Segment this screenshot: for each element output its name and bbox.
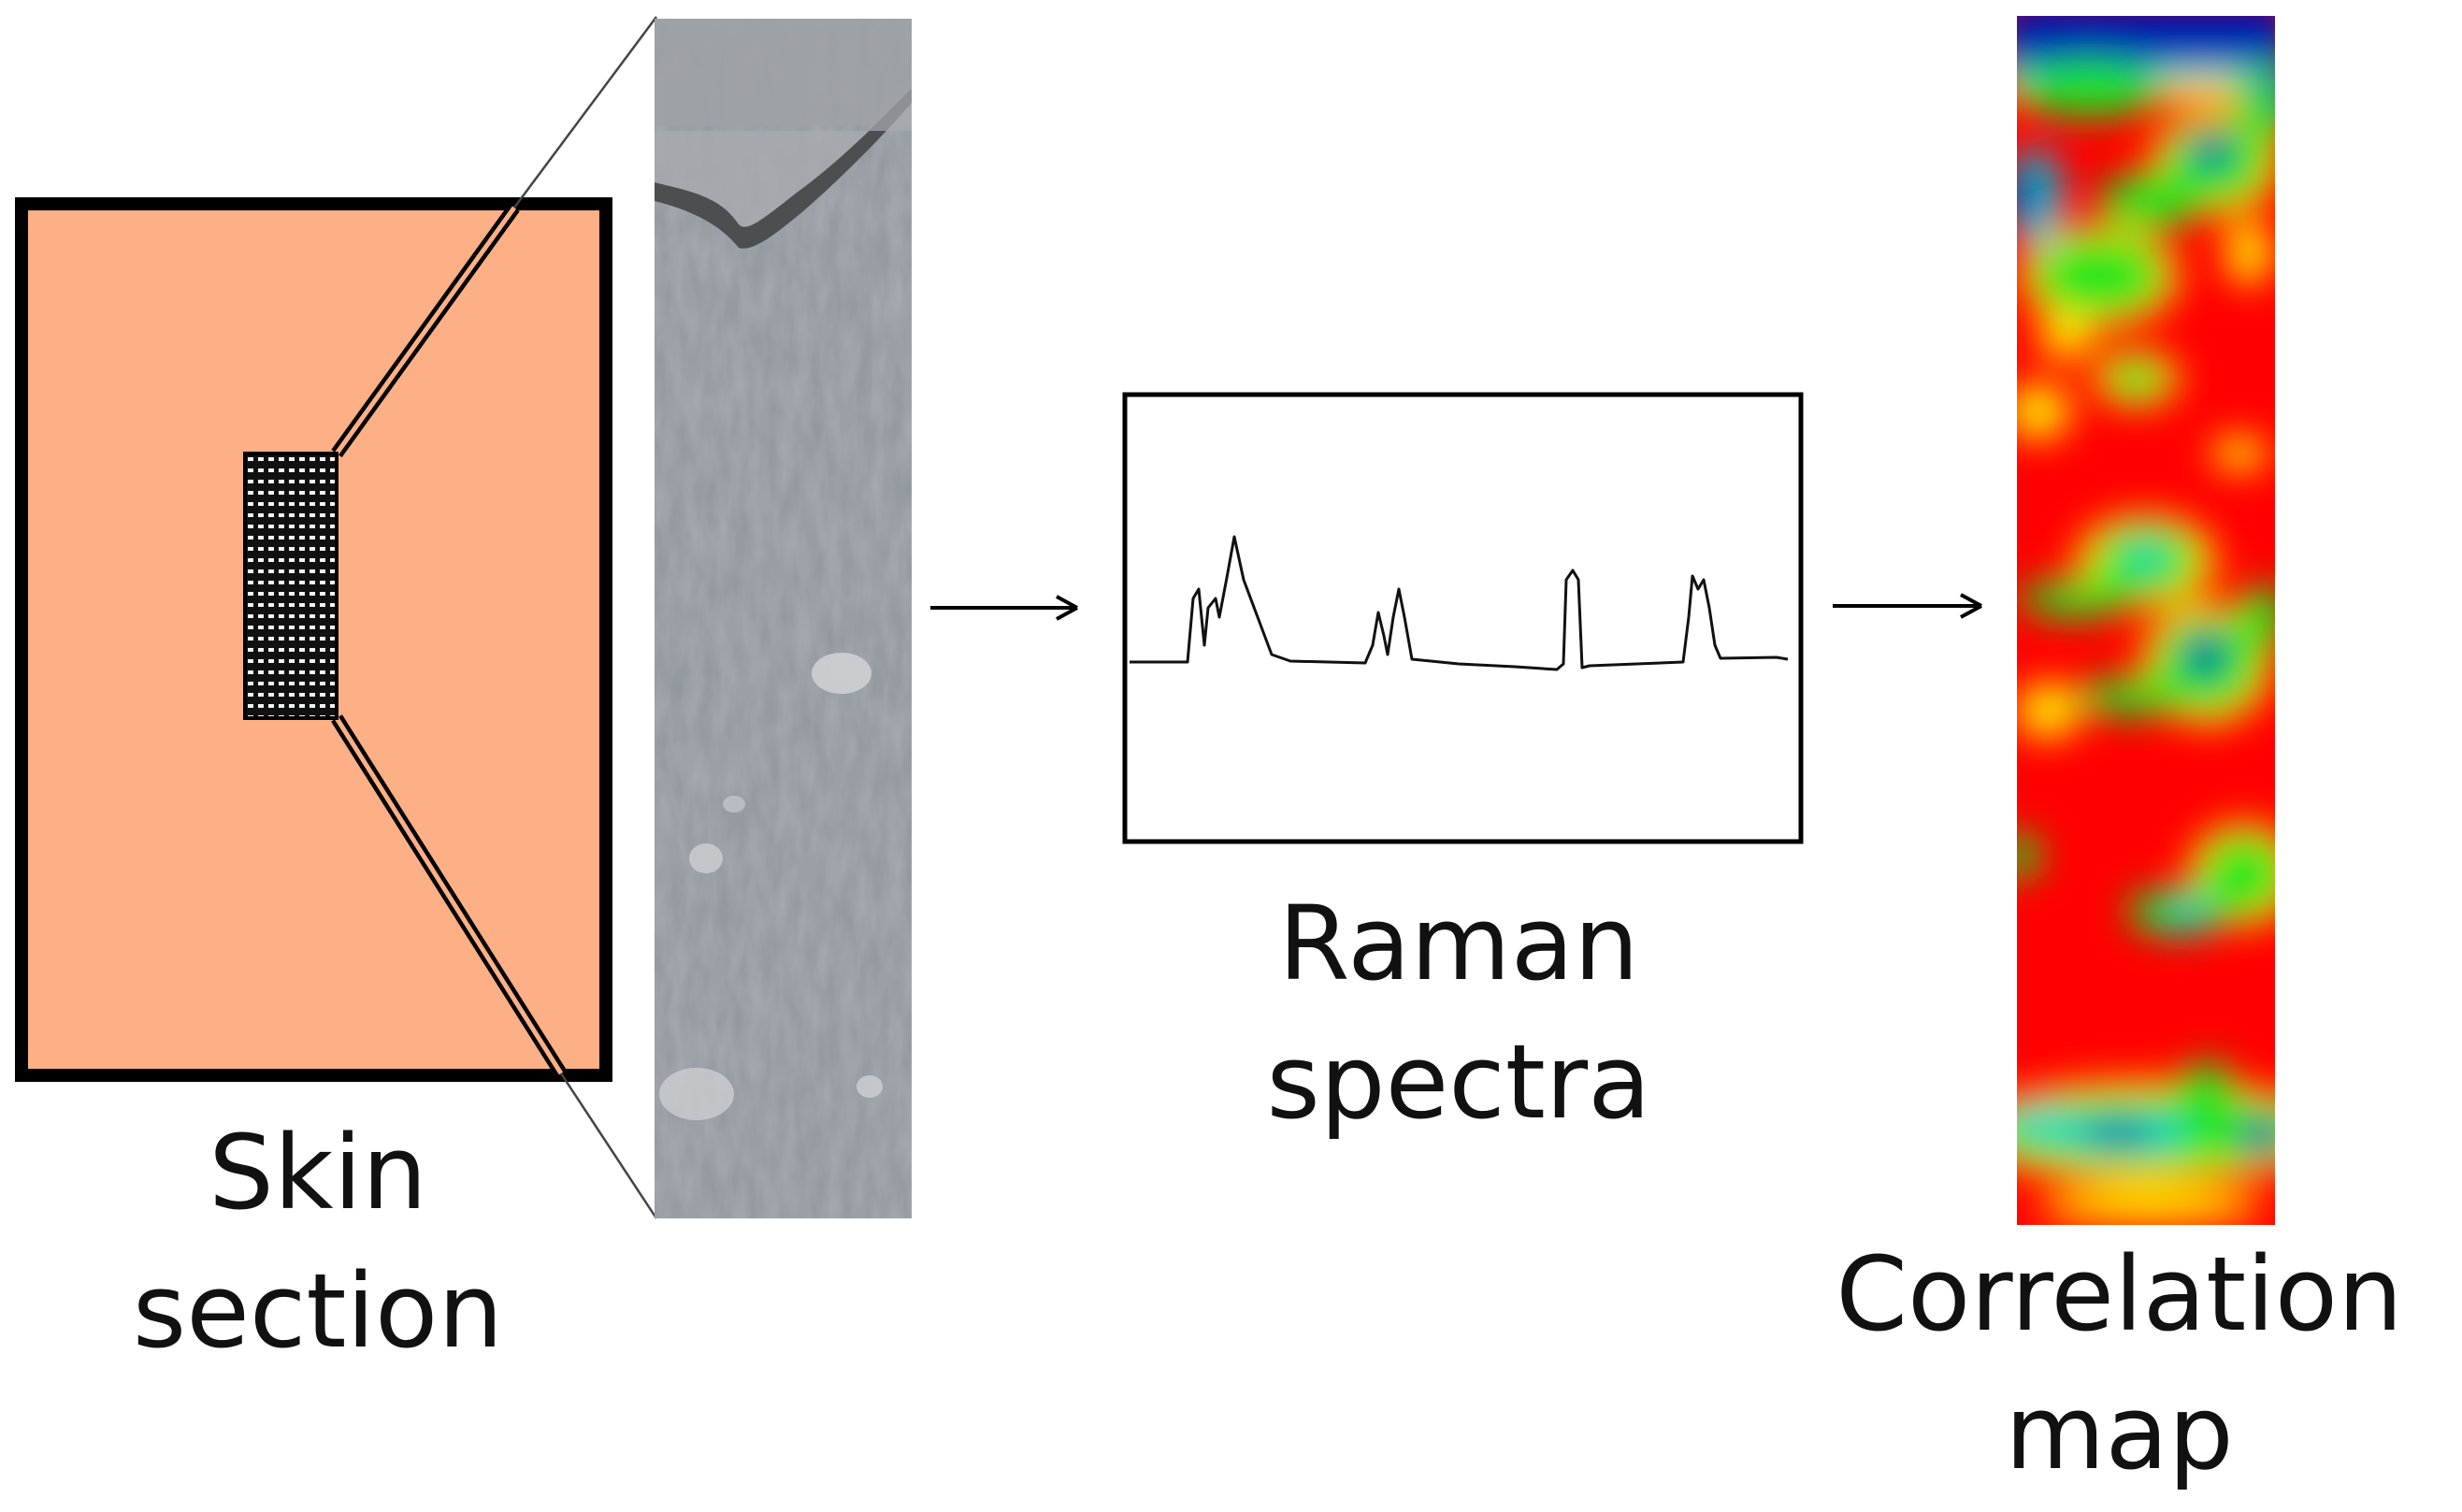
correlation-map-label: Correlation map <box>1777 1225 2462 1502</box>
arrow-right-icon <box>1833 593 1982 619</box>
tissue-micrograph <box>655 19 912 1218</box>
skin-section-label-line1: Skin <box>209 1113 427 1232</box>
arrow-right-icon <box>930 595 1078 621</box>
raman-spectra-label-line2: spectra <box>1266 1022 1651 1142</box>
skin-section-label-line2: section <box>132 1251 504 1371</box>
correlation-map-label-line2: map <box>2005 1373 2234 1492</box>
correlation-map <box>2017 16 2275 1225</box>
raman-spectra-label-line1: Raman <box>1278 884 1639 1003</box>
raman-spectrum-line <box>1130 535 1789 671</box>
correlation-map-label-line1: Correlation <box>1836 1234 2403 1354</box>
measurement-grid <box>243 452 338 720</box>
skin-section-label: Skin section <box>75 1103 561 1380</box>
raman-spectra-label: Raman spectra <box>1113 874 1805 1151</box>
raman-spectrum-box <box>1122 392 1804 844</box>
zoom-lines <box>331 16 658 1219</box>
